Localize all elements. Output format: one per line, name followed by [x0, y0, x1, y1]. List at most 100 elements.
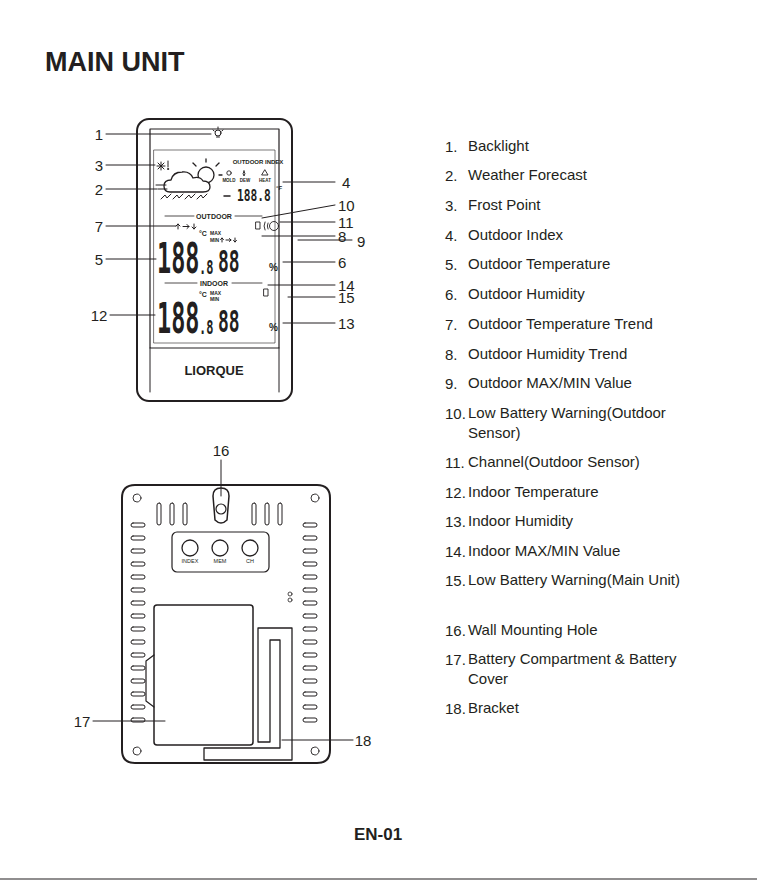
list-text: Low Battery Warning(Main Unit)	[468, 570, 718, 590]
list-text: Channel(Outdoor Sensor)	[468, 452, 718, 472]
vent-slot	[303, 666, 317, 670]
list-text: Battery Compartment & Battery Cover	[468, 649, 718, 688]
vent-slot	[252, 503, 256, 525]
weather-forecast-icon	[156, 159, 222, 199]
vent-slot	[131, 640, 145, 644]
callout-number: 4	[342, 175, 350, 190]
front-housing	[137, 119, 292, 401]
list-text: Bracket	[468, 698, 718, 718]
callout-number: 3	[95, 158, 103, 173]
index-button	[182, 540, 198, 556]
callout-number: 7	[95, 219, 103, 234]
list-number: 2.	[445, 168, 458, 183]
list-number: 3.	[445, 198, 458, 213]
callout-number: 6	[338, 255, 346, 270]
lcd-label: OUTDOOR	[196, 213, 232, 220]
vent-slot	[303, 562, 317, 566]
callout-number: 2	[95, 182, 103, 197]
vent-slot	[131, 679, 145, 683]
lcd-unit: °F	[276, 185, 282, 191]
lcd-digits: 88	[218, 247, 240, 277]
list-number: 12.	[445, 485, 466, 500]
brand-name: LIORQUE	[184, 364, 243, 377]
vent-slot	[157, 503, 161, 525]
vent-slot	[303, 692, 317, 696]
back-housing	[122, 485, 330, 763]
lcd-digits: 188	[157, 298, 199, 340]
callout-number: 18	[355, 733, 372, 748]
vent-slot	[131, 601, 145, 605]
lcd-label: MOLD	[222, 179, 235, 184]
vent-slot	[131, 614, 145, 618]
button-label: MEM	[214, 559, 227, 565]
page-number: EN-01	[354, 826, 402, 843]
lcd-unit: °C	[199, 291, 207, 298]
list-number: 13.	[445, 514, 466, 529]
list-text: Frost Point	[468, 195, 718, 215]
list-number: 5.	[445, 257, 458, 272]
lcd-label: INDOOR	[200, 280, 228, 287]
lcd-label: MIN	[210, 238, 219, 243]
list-text: Outdoor Humidity	[468, 284, 718, 304]
list-number: 8.	[445, 347, 458, 362]
vent-slot	[303, 575, 317, 579]
list-number: 6.	[445, 287, 458, 302]
vent-slot	[131, 588, 145, 592]
list-number: 10.	[445, 406, 466, 421]
list-number: 16.	[445, 623, 466, 638]
vent-slot	[303, 523, 317, 527]
vent-slot	[303, 536, 317, 540]
leader-lines	[93, 134, 353, 740]
vent-slot	[131, 705, 145, 709]
list-text: Outdoor Temperature	[468, 254, 718, 274]
lcd-unit: °C	[199, 230, 207, 237]
vent-slot	[303, 588, 317, 592]
list-number: 14.	[445, 544, 466, 559]
vent-slot	[131, 536, 145, 540]
vent-slot	[131, 549, 145, 553]
callout-number: 5	[95, 252, 103, 267]
list-text: Outdoor Humidity Trend	[468, 344, 718, 364]
list-number: 11.	[445, 455, 465, 470]
vent-slot	[278, 503, 282, 525]
battery-icon	[264, 289, 268, 296]
list-text: Outdoor Index	[468, 225, 718, 245]
list-number: 1.	[445, 139, 458, 154]
vent-slot	[303, 601, 317, 605]
wall-mounting-hole	[213, 488, 229, 523]
vent-slot	[131, 692, 145, 696]
vent-slot	[131, 562, 145, 566]
callout-number: 12	[91, 308, 108, 323]
callout-number: 13	[338, 316, 355, 331]
vent-slot	[303, 627, 317, 631]
lcd-digits: 188	[157, 238, 199, 280]
vent-slot	[131, 523, 145, 527]
list-text: Outdoor Temperature Trend	[468, 314, 718, 334]
list-number: 4.	[445, 228, 458, 243]
bracket	[204, 628, 292, 760]
vent-slot	[303, 653, 317, 657]
battery-cover	[154, 605, 253, 745]
callout-number: 17	[74, 714, 91, 729]
lcd-label: MIN	[210, 297, 219, 302]
callout-number: 1	[95, 127, 103, 142]
list-number: 9.	[445, 376, 458, 391]
vent-slot	[131, 718, 145, 722]
lcd-digits: .8	[199, 317, 213, 337]
vent-slot	[303, 640, 317, 644]
lcd-unit: %	[269, 323, 278, 333]
vent-slot	[170, 503, 174, 525]
lcd-label: HEAT	[259, 179, 271, 184]
callout-number: 8	[338, 229, 346, 244]
backlight-icon	[213, 127, 223, 137]
list-text: Wall Mounting Hole	[468, 620, 718, 640]
list-number: 18.	[445, 701, 466, 716]
vent-slot	[131, 627, 145, 631]
vent-slot	[131, 653, 145, 657]
lcd-digits: .8	[199, 257, 213, 277]
lcd-label: DEW	[240, 179, 251, 184]
vent-slot	[131, 666, 145, 670]
lcd-digits: 188.8	[237, 188, 271, 204]
list-text: Outdoor MAX/MIN Value	[468, 373, 718, 393]
callout-number: 15	[338, 290, 355, 305]
